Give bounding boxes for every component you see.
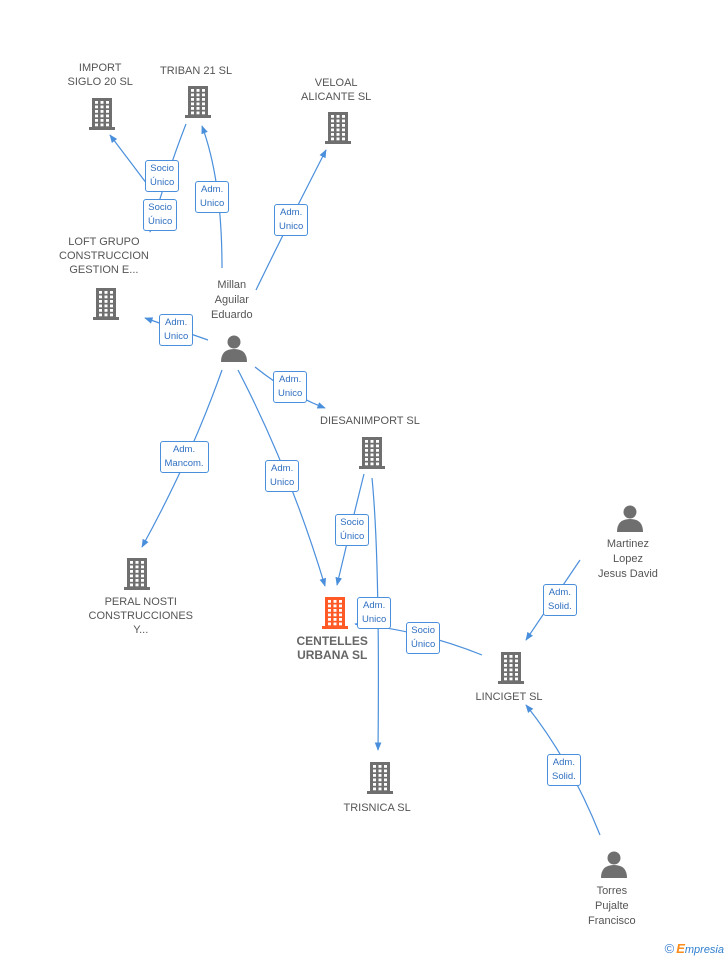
node-label-line: VELOAL (314, 77, 358, 89)
node-label-line: Martinez (606, 537, 650, 550)
building-icon[interactable] (87, 96, 117, 135)
node-label-line: TRISNICA SL (343, 802, 411, 814)
node-label-line: ALICANTE SL (301, 91, 372, 103)
node-label-line: Francisco (588, 914, 636, 927)
edge-label-line: Adm. (363, 600, 386, 611)
edge-label-line: Adm. (279, 374, 302, 385)
node-label-line: LINCIGET SL (475, 691, 543, 703)
company-name[interactable]: IMPORT SIGLO 20 SL (68, 61, 133, 89)
edge-label-line: Socio (148, 202, 173, 213)
building-icon[interactable] (323, 110, 353, 149)
node-label-line: Aguilar (214, 293, 249, 306)
edge-label: Adm. Unico (195, 181, 230, 213)
edge-label-line: Adm. (172, 444, 196, 455)
edge-millan-import (109, 134, 151, 189)
edge-label-line: Adm. (280, 207, 303, 218)
edge-label-line: Unico (200, 198, 225, 209)
edge-label-line: Adm. (165, 317, 188, 328)
node-label-line: URBANA SL (297, 648, 368, 662)
node-label-line: SIGLO 20 SL (67, 76, 133, 88)
edge-label: Adm. Solid. (547, 754, 581, 786)
company-name[interactable]: DIESANIMPORT SL (320, 414, 420, 428)
edge-label-line: Único (150, 177, 175, 188)
edge-label-line: Unico (278, 388, 303, 399)
node-label-line: Torres (596, 884, 628, 897)
edge-label-line: Adm. (548, 587, 571, 598)
edge-label-line: Solid. (552, 771, 576, 782)
edge-label: Adm. Solid. (543, 584, 577, 616)
node-label-line: GESTION E... (69, 264, 139, 276)
edge-label: Adm. Mancom. (159, 441, 209, 473)
edge-label: Adm. Unico (357, 597, 392, 629)
node-label-line: PERAL NOSTI (104, 596, 177, 608)
edge-label-line: Unico (279, 221, 304, 232)
copyright-icon: © (664, 941, 675, 956)
edge-label-line: Solid. (548, 601, 572, 612)
node-label-line: Millan (217, 278, 247, 291)
edge-label-line: Socio (340, 517, 365, 528)
edge-label-line: Unico (164, 331, 189, 342)
node-label-line: DIESANIMPORT SL (320, 415, 420, 427)
edge-label-line: Socio (150, 163, 175, 174)
company-name[interactable]: TRIBAN 21 SL (160, 64, 232, 78)
edge-label-line: Único (411, 639, 436, 650)
building-icon[interactable] (91, 286, 121, 325)
node-label-line: Pujalte (595, 899, 629, 912)
edge-label-line: Socio (411, 625, 436, 636)
building-icon[interactable] (357, 435, 387, 474)
company-name[interactable]: VELOAL ALICANTE SL (301, 76, 371, 104)
node-label-line: CENTELLES (296, 634, 368, 648)
node-label-line: Lopez (612, 552, 643, 565)
company-name[interactable]: PERAL NOSTI CONSTRUCCIONES Y... (89, 595, 194, 637)
node-label-line: CONSTRUCCION (59, 250, 149, 262)
node-label-line: LOFT GRUPO (68, 236, 140, 248)
edge-label-line: Adm. (201, 184, 224, 195)
building-icon[interactable] (122, 556, 152, 595)
edge-diesan-trisnica (371, 477, 382, 751)
edge-label-line: Único (340, 531, 365, 542)
edge-label: Adm. Unico (274, 204, 309, 236)
node-label-line: Y... (133, 624, 149, 636)
person-icon[interactable] (600, 850, 628, 883)
node-label-line: Eduardo (211, 308, 253, 321)
edge-label-line: Unico (362, 614, 387, 625)
building-icon[interactable] (365, 760, 395, 799)
company-name[interactable]: LINCIGET SL (476, 690, 543, 704)
empresia-logo: ©Empresia (665, 941, 724, 956)
building-icon[interactable] (496, 650, 526, 689)
edge-label: Adm. Unico (159, 314, 194, 346)
company-name[interactable]: TRISNICA SL (344, 801, 411, 815)
person-icon[interactable] (220, 334, 248, 367)
edge-label-line: Adm. (552, 757, 575, 768)
edge-label-line: Mancom. (164, 458, 204, 469)
building-icon[interactable] (183, 84, 213, 123)
node-label-line: IMPORT (78, 62, 122, 74)
edge-label-line: Único (148, 216, 173, 227)
brand-name: mpresia (684, 944, 724, 956)
person-icon[interactable] (616, 504, 644, 537)
node-label-line: CONSTRUCCIONES (88, 610, 194, 622)
main-company-building-icon[interactable] (320, 595, 350, 634)
edge-label-line: Adm. (271, 463, 294, 474)
brand-initial: E (676, 941, 685, 956)
company-name[interactable]: LOFT GRUPO CONSTRUCCION GESTION E... (59, 235, 149, 277)
node-label-line: Jesus David (598, 567, 658, 580)
edge-label: Adm. Unico (265, 460, 300, 492)
node-label-line: TRIBAN 21 SL (160, 65, 233, 77)
edge-label: Adm. Unico (273, 371, 308, 403)
edge-label-line: Unico (270, 477, 295, 488)
